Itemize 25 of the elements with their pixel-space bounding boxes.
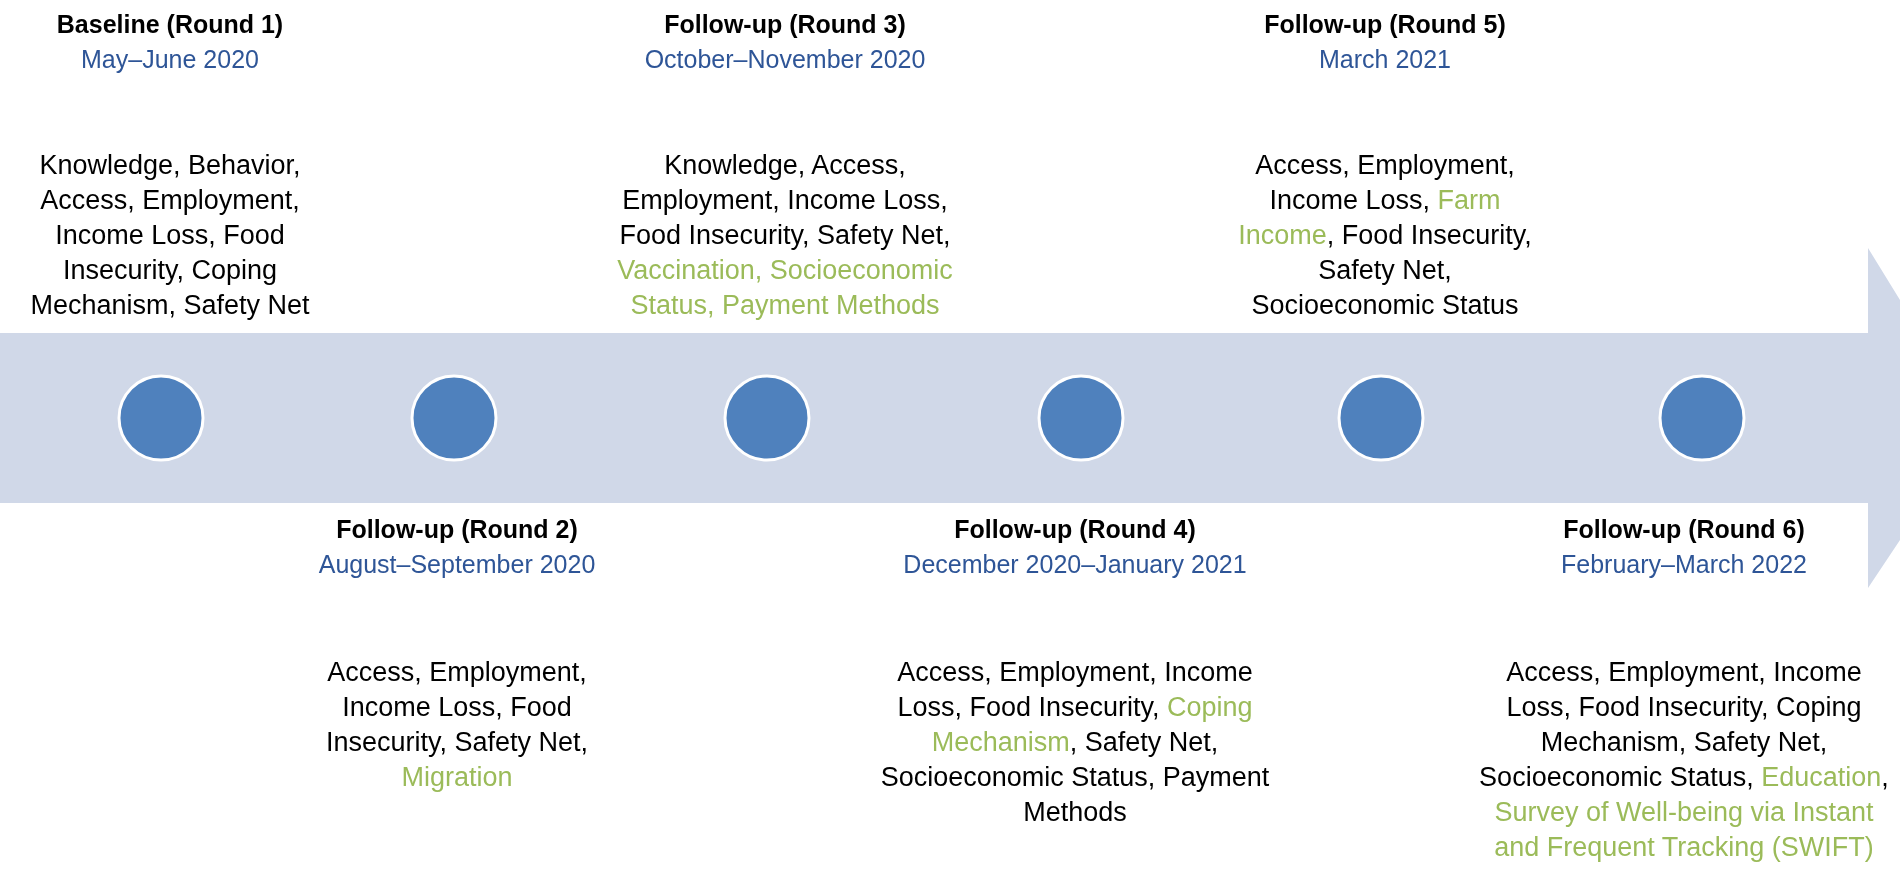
topic-list: Access, Employment, Income Loss, Food Insecurity, Coping Mechanism, Safety Net, Socioeconomic Status, Education, Survey of Well-being via Instant and Frequent Tracking (SWIFT)	[1474, 655, 1894, 866]
milestone-circle	[1039, 376, 1123, 460]
milestone-circle	[725, 376, 809, 460]
topic-list: Access, Employment, Income Loss, Farm Income, Food Insecurity, Safety Net, Socioeconomic Status	[1225, 148, 1545, 324]
round-heading: Follow-up (Round 5)	[1264, 10, 1506, 39]
topic-list: Access, Employment, Income Loss, Food Insecurity, Safety Net, Migration	[302, 655, 612, 796]
milestone-circle	[119, 376, 203, 460]
topic-list: Knowledge, Behavior, Access, Employment, Income Loss, Food Insecurity, Coping Mechanism, Safety Net	[5, 148, 335, 324]
round-heading: Baseline (Round 1)	[56, 10, 284, 39]
date-range: May–June 2020	[81, 45, 259, 74]
milestone-circle	[1660, 376, 1744, 460]
date-range: August–September 2020	[318, 550, 596, 579]
round-heading: Follow-up (Round 4)	[954, 515, 1196, 544]
milestone-circle	[1339, 376, 1423, 460]
timeline-arrow	[0, 248, 1900, 588]
round-heading: Follow-up (Round 2)	[336, 515, 578, 544]
date-range: October–November 2020	[644, 45, 926, 74]
date-range: February–March 2022	[1561, 550, 1807, 579]
round-heading: Follow-up (Round 3)	[664, 10, 906, 39]
round-heading: Follow-up (Round 6)	[1563, 515, 1805, 544]
date-range: December 2020–January 2021	[903, 550, 1247, 579]
topic-list: Access, Employment, Income Loss, Food Insecurity, Coping Mechanism, Safety Net, Socioeconomic Status, Payment Methods	[865, 655, 1285, 831]
milestone-circle	[412, 376, 496, 460]
date-range: March 2021	[1319, 45, 1451, 74]
topic-list: Knowledge, Access, Employment, Income Loss, Food Insecurity, Safety Net, Vaccination, Socioeconomic Status, Payment Methods	[599, 148, 971, 324]
